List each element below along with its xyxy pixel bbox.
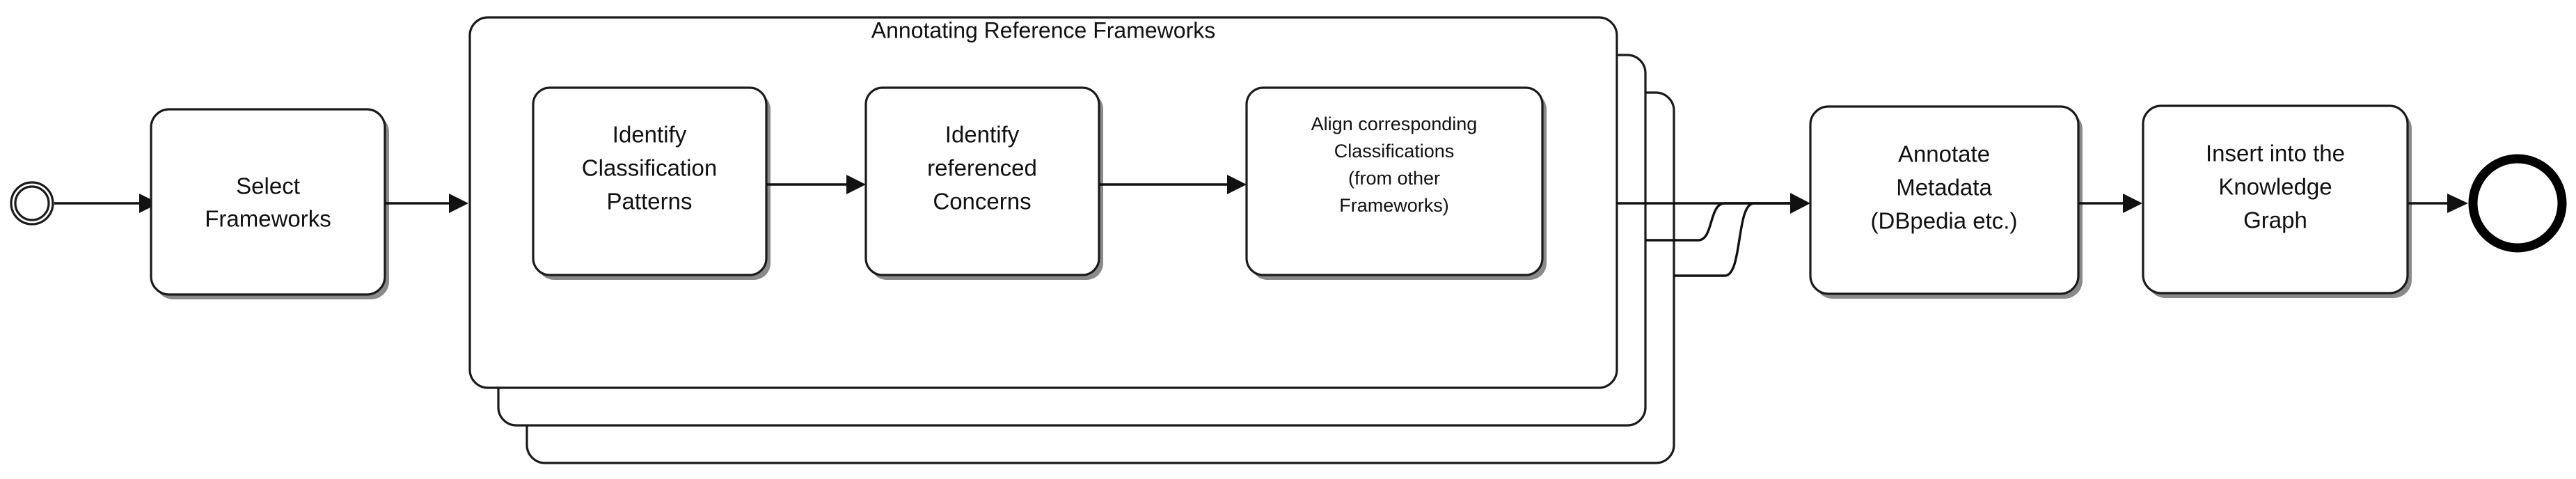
flow-subprocess-to-annotate	[1617, 193, 1810, 277]
flow-subprocess-layer2-line	[1645, 202, 1790, 242]
flow-annotate-to-insert	[2078, 194, 2142, 213]
task-select-frameworks-body	[150, 108, 386, 296]
start-event[interactable]	[10, 181, 54, 226]
flow-patterns-to-concerns	[766, 175, 866, 194]
task-annotate-metadata-label-line-3: (DBpedia etc.)	[1871, 208, 2018, 234]
task-align-corresponding-classifications-body	[1245, 86, 1544, 276]
task-annotate-metadata-label-line-1: Annotate	[1898, 141, 1990, 167]
flow-patterns-to-concerns-arrowhead	[846, 175, 866, 194]
flow-concerns-to-align-arrowhead	[1227, 175, 1247, 194]
flow-insert-to-end-arrowhead	[2447, 194, 2468, 213]
subprocess-title: Annotating Reference Frameworks	[871, 17, 1215, 42]
task-align-corresponding-classifications-label-line-4: Frameworks)	[1339, 195, 1449, 216]
task-insert-into-knowledge-graph-label-line-3: Graph	[2243, 207, 2307, 233]
task-select-frameworks-label-line-1: Select	[236, 173, 300, 199]
task-identify-classification-patterns-label-line-3: Patterns	[607, 189, 693, 214]
task-align-corresponding-classifications-label-line-3: (from other	[1348, 168, 1440, 189]
task-insert-into-knowledge-graph-label-line-1: Insert into the	[2206, 141, 2345, 166]
task-identify-referenced-concerns-label-line-3: Concerns	[933, 189, 1031, 214]
flow-annotate-to-insert-arrowhead	[2123, 194, 2142, 213]
task-align-corresponding-classifications-label-line-1: Align corresponding	[1311, 113, 1478, 134]
task-identify-classification-patterns[interactable]: Identify Classification Patterns	[532, 86, 771, 280]
flow-select-to-subprocess-arrowhead	[449, 194, 468, 213]
task-identify-referenced-concerns[interactable]: Identify referenced Concerns	[864, 86, 1103, 280]
task-insert-into-knowledge-graph[interactable]: Insert into the Knowledge Graph	[2142, 104, 2412, 298]
task-annotate-metadata[interactable]: Annotate Metadata (DBpedia etc.)	[1809, 105, 2083, 299]
task-insert-into-knowledge-graph-label-line-2: Knowledge	[2218, 174, 2332, 200]
end-event[interactable]	[2468, 154, 2567, 253]
task-identify-referenced-concerns-body	[864, 86, 1100, 276]
task-identify-classification-patterns-label-line-1: Identify	[613, 122, 687, 148]
task-identify-referenced-concerns-label-line-2: referenced	[927, 155, 1037, 181]
task-select-frameworks[interactable]: Select Frameworks	[150, 108, 389, 299]
task-annotate-metadata-label-line-2: Metadata	[1896, 175, 1992, 201]
flow-subprocess-layer3-line	[1674, 202, 1790, 277]
flow-insert-to-end	[2408, 194, 2468, 213]
flow-concerns-to-align	[1099, 175, 1247, 194]
subprocess-annotating-reference-frameworks[interactable]: Annotating Reference Frameworks Identify…	[468, 16, 1618, 389]
end-event-circle	[2468, 154, 2567, 253]
task-insert-into-knowledge-graph-body	[2142, 104, 2409, 295]
flow-start-to-select-arrowhead	[139, 194, 159, 213]
flow-select-to-subprocess	[385, 194, 468, 213]
task-select-frameworks-label-line-2: Frameworks	[205, 206, 331, 232]
start-event-inner-circle	[14, 185, 50, 221]
task-align-corresponding-classifications-label-line-2: Classifications	[1334, 141, 1455, 162]
task-identify-classification-patterns-body	[532, 86, 768, 276]
task-annotate-metadata-body	[1809, 105, 2080, 295]
task-align-corresponding-classifications[interactable]: Align corresponding Classifications (fro…	[1245, 86, 1547, 280]
task-identify-referenced-concerns-label-line-1: Identify	[945, 122, 1020, 148]
flow-start-to-select	[54, 194, 159, 213]
task-identify-classification-patterns-label-line-2: Classification	[582, 155, 717, 181]
flow-subprocess-to-annotate-arrowhead	[1790, 193, 1810, 214]
